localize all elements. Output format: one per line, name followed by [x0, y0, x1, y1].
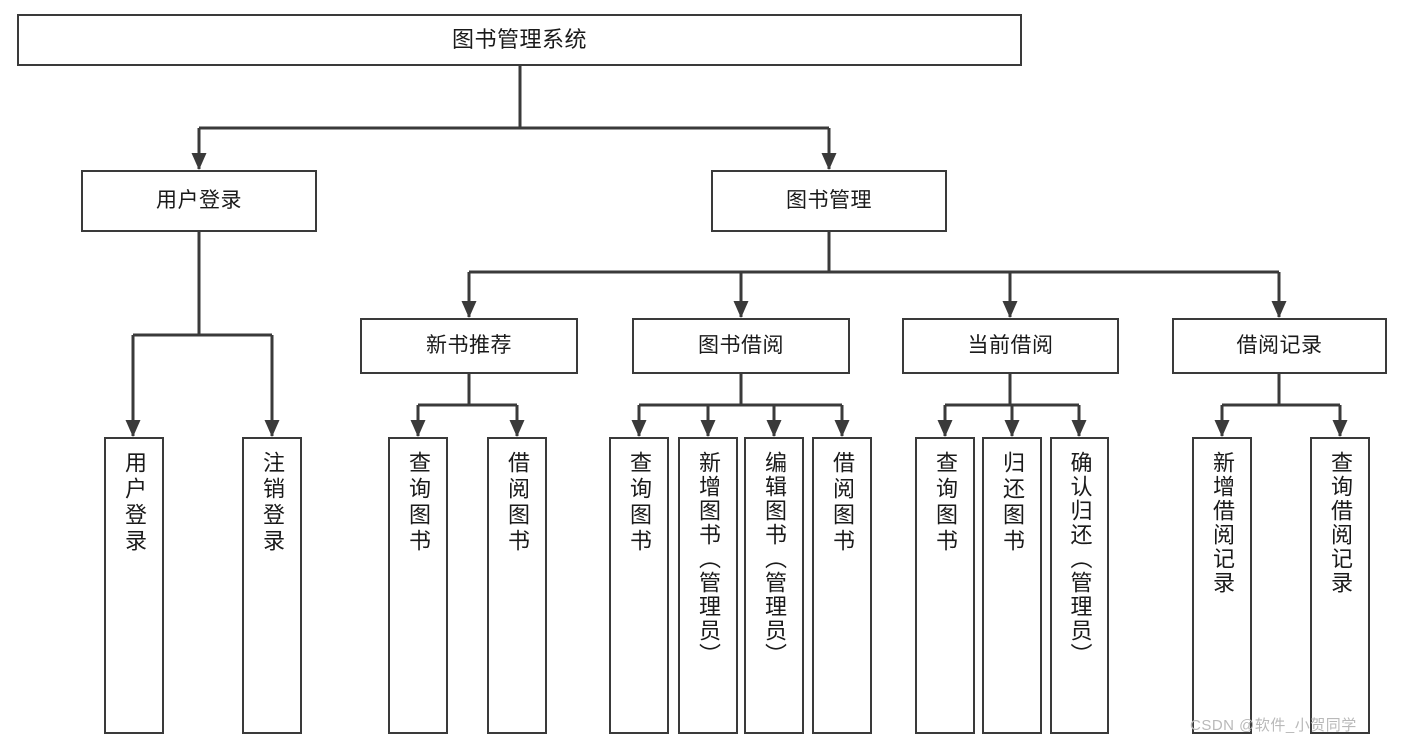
- node-leaf-query-book-1[interactable]: 查询图书: [388, 437, 448, 734]
- arrowhead-leaf-query-book-3: [937, 420, 953, 437]
- node-label-borrow: 图书借阅: [698, 333, 784, 357]
- arrowhead-leaf-borrow-book-1: [509, 420, 525, 437]
- arrowhead-login: [191, 153, 207, 170]
- node-leaf-add-record[interactable]: 新增借阅记录: [1192, 437, 1252, 734]
- node-leaf-borrow-book-2[interactable]: 借阅图书: [812, 437, 872, 734]
- node-leaf-user-login[interactable]: 用户登录: [104, 437, 164, 734]
- node-label-login: 用户登录: [156, 188, 242, 212]
- node-leaf-edit-book[interactable]: 编辑图书（管理员）: [744, 437, 804, 734]
- arrowhead-leaf-add-record: [1214, 420, 1230, 437]
- arrowhead-bookmgmt: [821, 153, 837, 170]
- arrowhead-records: [1271, 301, 1287, 318]
- node-login[interactable]: 用户登录: [81, 170, 317, 232]
- arrowhead-borrow: [733, 301, 749, 318]
- arrowhead-leaf-confirm-return: [1071, 420, 1087, 437]
- node-label-root: 图书管理系统: [451, 27, 587, 53]
- node-label-current: 当前借阅: [967, 333, 1054, 357]
- node-label-leaf-add-book: 新增图书（管理员）: [696, 451, 721, 667]
- node-label-leaf-user-logout: 注销登录: [260, 451, 285, 555]
- arrowhead-current: [1002, 301, 1018, 318]
- node-leaf-add-book[interactable]: 新增图书（管理员）: [678, 437, 738, 734]
- node-leaf-borrow-book-1[interactable]: 借阅图书: [487, 437, 547, 734]
- arrowhead-leaf-user-logout: [264, 420, 280, 437]
- node-label-leaf-return-book: 归还图书: [1000, 451, 1025, 555]
- node-records[interactable]: 借阅记录: [1172, 318, 1387, 374]
- node-label-leaf-query-record: 查询借阅记录: [1328, 451, 1353, 595]
- node-label-leaf-edit-book: 编辑图书（管理员）: [762, 451, 787, 667]
- node-leaf-query-record[interactable]: 查询借阅记录: [1310, 437, 1370, 734]
- arrowhead-leaf-query-book-2: [631, 420, 647, 437]
- node-leaf-confirm-return[interactable]: 确认归还（管理员）: [1050, 437, 1109, 734]
- node-leaf-return-book[interactable]: 归还图书: [982, 437, 1042, 734]
- arrowhead-leaf-return-book: [1004, 420, 1020, 437]
- arrowhead-leaf-query-record: [1332, 420, 1348, 437]
- node-label-leaf-user-login: 用户登录: [122, 451, 147, 555]
- arrowhead-newbook: [461, 301, 477, 318]
- node-current[interactable]: 当前借阅: [902, 318, 1119, 374]
- node-label-leaf-confirm-return: 确认归还（管理员）: [1067, 451, 1093, 667]
- arrowhead-leaf-user-login: [125, 420, 141, 437]
- arrowhead-leaf-edit-book: [766, 420, 782, 437]
- arrowhead-leaf-query-book-1: [410, 420, 426, 437]
- node-label-leaf-query-book-2: 查询图书: [627, 451, 652, 555]
- node-label-leaf-query-book-3: 查询图书: [933, 451, 958, 555]
- node-label-leaf-add-record: 新增借阅记录: [1210, 451, 1235, 595]
- node-label-bookmgmt: 图书管理: [786, 188, 872, 212]
- node-root[interactable]: 图书管理系统: [17, 14, 1022, 66]
- node-newbook[interactable]: 新书推荐: [360, 318, 578, 374]
- node-leaf-query-book-2[interactable]: 查询图书: [609, 437, 669, 734]
- node-label-leaf-query-book-1: 查询图书: [406, 451, 431, 555]
- node-leaf-query-book-3[interactable]: 查询图书: [915, 437, 975, 734]
- node-label-leaf-borrow-book-2: 借阅图书: [830, 451, 855, 555]
- node-label-newbook: 新书推荐: [426, 333, 512, 357]
- node-label-records: 借阅记录: [1236, 333, 1323, 357]
- node-bookmgmt[interactable]: 图书管理: [711, 170, 947, 232]
- arrowhead-leaf-borrow-book-2: [834, 420, 850, 437]
- node-label-leaf-borrow-book-1: 借阅图书: [505, 451, 530, 555]
- node-leaf-user-logout[interactable]: 注销登录: [242, 437, 302, 734]
- arrowhead-leaf-add-book: [700, 420, 716, 437]
- node-borrow[interactable]: 图书借阅: [632, 318, 850, 374]
